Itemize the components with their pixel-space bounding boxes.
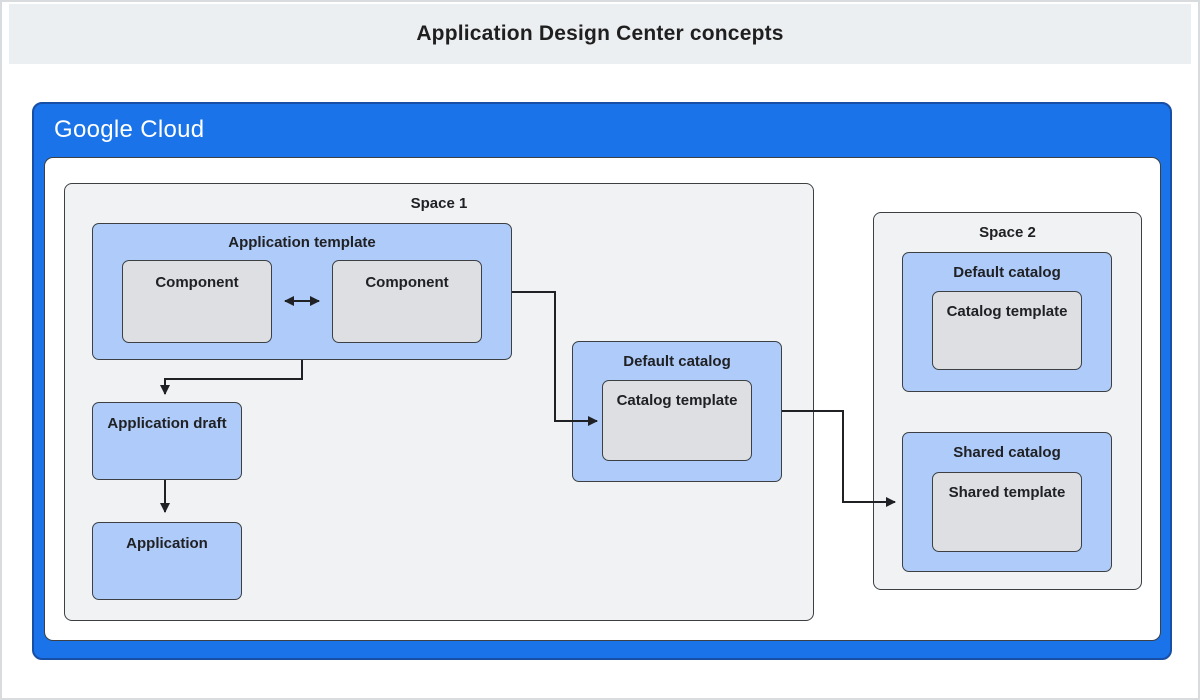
application-label: Application xyxy=(126,535,208,552)
application-template-label: Application template xyxy=(228,234,376,251)
component-left-label: Component xyxy=(155,274,239,291)
logo-cloud-text: Cloud xyxy=(140,116,205,143)
application-draft-label: Application draft xyxy=(107,415,227,432)
shared-catalog-label: Shared catalog xyxy=(953,444,1061,461)
space1-default-catalog-label: Default catalog xyxy=(623,353,731,370)
shared-template-label: Shared template xyxy=(948,484,1066,501)
shared-template-box: Shared template xyxy=(932,472,1082,552)
component-right-label: Component xyxy=(365,274,449,291)
space2-catalog-template-box: Catalog template xyxy=(932,291,1082,370)
application-box: Application xyxy=(92,522,242,600)
component-box-right: Component xyxy=(332,260,482,343)
logo-google-text: Google xyxy=(54,116,134,143)
space2-catalog-template-label: Catalog template xyxy=(946,303,1068,320)
space1-catalog-template-box: Catalog template xyxy=(602,380,752,461)
component-box-left: Component xyxy=(122,260,272,343)
space-2-label: Space 2 xyxy=(979,224,1036,241)
page-header: Application Design Center concepts xyxy=(9,4,1191,64)
application-draft-box: Application draft xyxy=(92,402,242,480)
space1-catalog-template-label: Catalog template xyxy=(616,392,738,409)
space2-default-catalog-label: Default catalog xyxy=(953,264,1061,281)
page-title: Application Design Center concepts xyxy=(416,22,784,45)
space-1-label: Space 1 xyxy=(410,195,468,212)
